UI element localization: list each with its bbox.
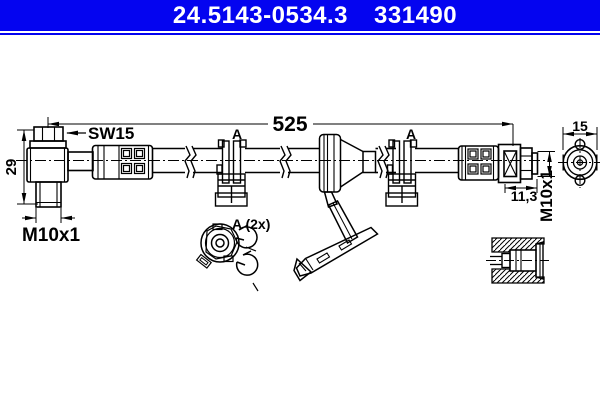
left-crimp-collar [91, 144, 154, 180]
title-bar-rule [0, 32, 600, 35]
dim-wrench-label: SW15 [88, 124, 134, 143]
dim-thread-left-label: M10x1 [22, 225, 81, 246]
left-banjo-fitting [26, 126, 94, 208]
clip-1-label: A [232, 126, 242, 142]
clip-2-label: A [406, 126, 416, 142]
right-fitting [497, 143, 539, 184]
dim-thread-right [537, 151, 555, 177]
hose-break-1 [184, 145, 197, 179]
reference-number: 331490 [374, 1, 458, 29]
part-number: 24.5143-0534.3 [172, 1, 349, 29]
dim-thread-right-label: M10x1 [537, 170, 556, 222]
dim-end-width-label: 15 [572, 118, 588, 134]
right-crimp-collar [457, 145, 500, 181]
hose-centerline [16, 117, 546, 161]
title-bar: 24.5143-0534.3 331490 [0, 0, 600, 31]
clip-detail-view [195, 223, 259, 292]
dim-thread-depth-label: 11,3 [511, 188, 538, 204]
end-view [558, 138, 600, 188]
dim-thread-left [22, 208, 75, 223]
clip-detail-label: A (2x) [232, 216, 270, 232]
dim-wrench-leader [66, 130, 86, 136]
section-view [486, 237, 549, 284]
dim-total-length-label: 525 [272, 113, 307, 136]
dim-thread-depth [504, 179, 538, 193]
grommet-bracket [293, 133, 379, 282]
dim-height-label: 29 [3, 159, 20, 176]
hose-break-2 [279, 145, 292, 179]
dim-total-length [48, 121, 514, 146]
dim-height [17, 129, 38, 205]
dim-end-width [562, 127, 598, 150]
